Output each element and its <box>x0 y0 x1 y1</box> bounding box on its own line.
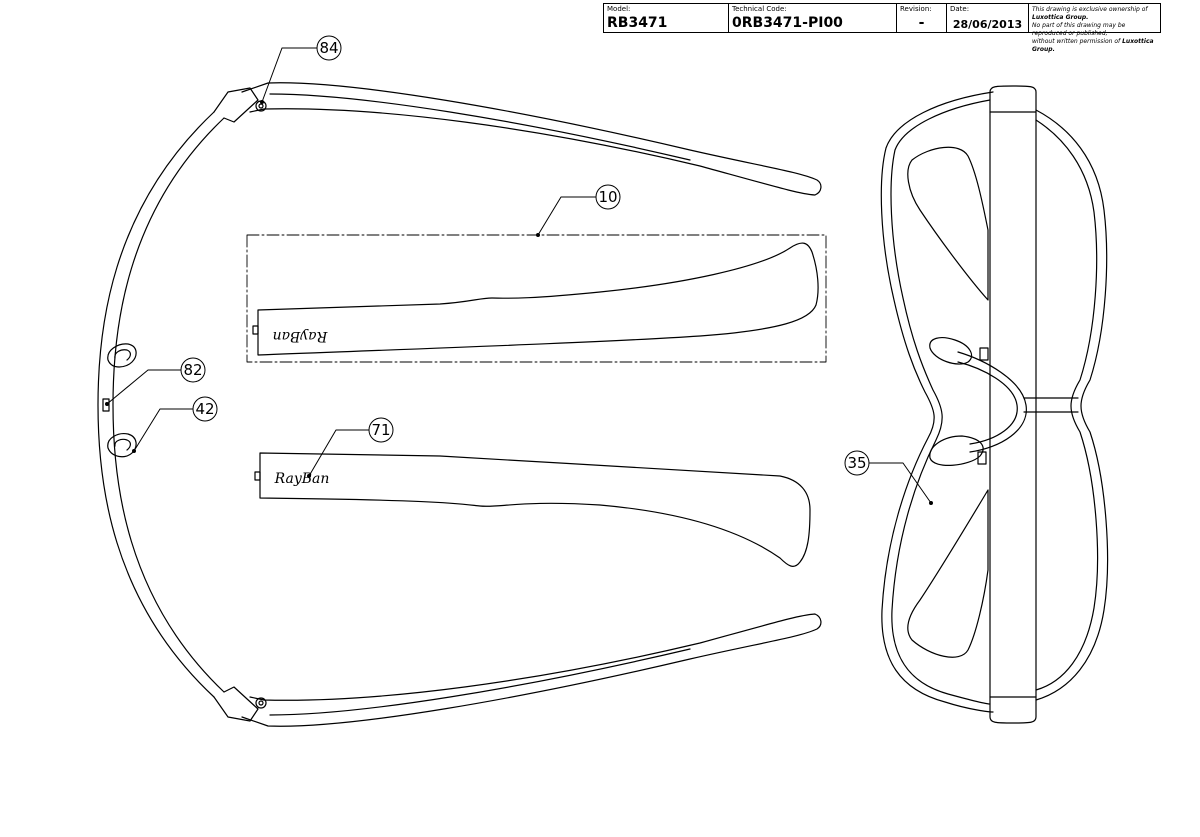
nose-pad-lower <box>107 433 137 458</box>
leader-35 <box>868 462 932 504</box>
callout-84-label: 84 <box>319 39 338 57</box>
callout-84-dot <box>260 100 264 104</box>
callouts: 84 10 82 42 71 35 <box>105 35 933 505</box>
nose-pad-arm <box>957 351 1027 453</box>
notice-line3: without written permission of <box>1032 38 1121 45</box>
callout-42-circle <box>192 396 218 422</box>
frame-end-bottom <box>213 686 259 722</box>
leader-84 <box>261 47 318 103</box>
leader-10 <box>537 196 597 236</box>
callout-82-label: 82 <box>183 361 202 379</box>
model-label: Model: <box>607 5 631 13</box>
hinge-screw-top-inner <box>258 103 264 109</box>
callout-71-circle <box>368 417 394 443</box>
front-frame-outer <box>97 111 215 698</box>
temple-tip-lower-end <box>254 471 261 481</box>
revision-value: - <box>918 15 925 31</box>
callout-10-label: 10 <box>598 188 617 206</box>
temple-logo-mirrored: RayBan <box>273 328 329 344</box>
callout-35-dot <box>929 501 933 505</box>
top-view <box>97 82 822 727</box>
hinge-screw-bottom-inner <box>258 700 264 706</box>
callout-82-circle <box>180 357 206 383</box>
model-cell: Model: RB3471 <box>604 4 729 32</box>
notice-owner2: Luxottica Group. <box>1032 38 1154 53</box>
temple-top-inner <box>269 93 691 161</box>
temple-bottom-inner <box>269 648 691 716</box>
callout-42-dot <box>132 449 136 453</box>
revision-cell: Revision: - <box>897 4 947 32</box>
notice-owner1: Luxottica Group. <box>1032 14 1089 21</box>
date-value: 28/06/2013 <box>952 18 1023 31</box>
front-view-frame-right <box>1035 109 1109 701</box>
frame-end-top <box>213 87 259 123</box>
ownership-notice: This drawing is exclusive ownership of L… <box>1029 4 1160 53</box>
temple-top <box>241 82 822 196</box>
callout-71-label: 71 <box>371 421 390 439</box>
temple-tip-upper <box>257 242 819 356</box>
nose-pad-lower-inner <box>114 438 131 451</box>
callout-10-dot <box>536 233 540 237</box>
callout-71-dot <box>307 474 311 478</box>
nose-pad-upper-inner <box>114 349 131 361</box>
temple-tip-lower <box>259 452 811 567</box>
lens-lower <box>907 489 989 658</box>
callout-82-dot <box>105 402 109 406</box>
callout-10-circle <box>595 184 621 210</box>
technical-code-cell: Technical Code: 0RB3471-PI00 <box>729 4 897 32</box>
callout-35-label: 35 <box>847 454 866 472</box>
front-nose-pad-lower <box>929 435 984 466</box>
leader-42 <box>133 408 194 452</box>
front-view <box>880 85 1109 724</box>
temple-logo: RayBan <box>274 471 330 487</box>
callout-35-circle <box>844 450 870 476</box>
temple-tip-upper-end <box>252 325 259 335</box>
lens-upper <box>907 146 989 301</box>
front-view-frame-outer-inner <box>890 99 991 705</box>
technical-code-value: 0RB3471-PI00 <box>732 15 843 31</box>
date-label: Date: <box>950 5 970 13</box>
bridge-stub <box>102 398 110 412</box>
front-nose-pad-upper <box>929 337 973 365</box>
front-view-frame-right-inner <box>1035 119 1099 691</box>
front-frame-inner <box>112 117 225 693</box>
notice-line2: No part of this drawing may be reproduce… <box>1032 22 1126 37</box>
pad-screw-lower <box>977 451 987 465</box>
temple-tip-upper-logo: RayBan <box>273 328 329 344</box>
title-block: Model: RB3471 Technical Code: 0RB3471-PI… <box>603 3 1161 53</box>
leader-71 <box>308 429 370 477</box>
notice-line1: This drawing is exclusive ownership of <box>1032 6 1148 13</box>
revision-label: Revision: <box>900 5 932 13</box>
date-cell: Date: 28/06/2013 <box>947 4 1029 32</box>
front-view-frame-outer <box>880 91 994 713</box>
folded-temple <box>989 85 1037 724</box>
detail-box-outline <box>246 234 827 363</box>
callout-42-label: 42 <box>195 400 214 418</box>
pad-screw-upper <box>979 347 989 361</box>
model-value: RB3471 <box>607 15 668 31</box>
temple-bottom <box>241 613 822 727</box>
detail-box: RayBan RayBan <box>246 234 827 567</box>
nose-pad-arm-inner <box>957 361 1018 445</box>
leader-82 <box>106 369 182 405</box>
hinge-screw-bottom <box>255 697 267 709</box>
nose-pad-upper <box>107 343 137 368</box>
technical-code-label: Technical Code: <box>732 5 787 13</box>
callout-84-circle <box>316 35 342 61</box>
